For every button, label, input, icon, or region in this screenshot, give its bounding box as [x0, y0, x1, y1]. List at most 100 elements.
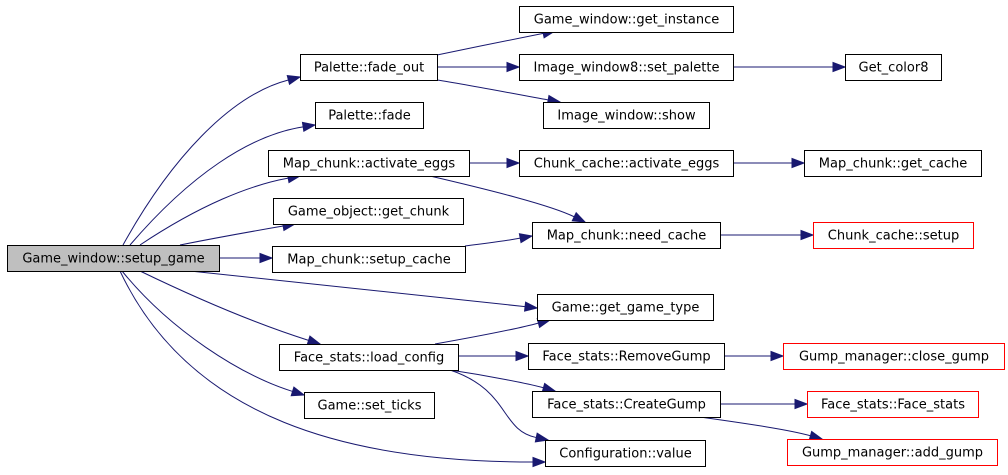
edge-line: [449, 369, 537, 439]
arrowhead-icon: [506, 61, 521, 73]
arrowhead-icon: [515, 350, 530, 362]
node-fade[interactable]: Palette::fade: [315, 102, 424, 129]
node-box[interactable]: [304, 392, 435, 419]
node-create-gump[interactable]: Face_stats::CreateGump: [532, 391, 721, 418]
node-show[interactable]: Image_window::show: [543, 102, 710, 129]
edge-load_config-to-create_gump: [449, 369, 557, 393]
node-set-palette[interactable]: Image_window8::set_palette: [519, 54, 734, 81]
node-box[interactable]: [537, 294, 714, 321]
node-label: Palette::fade_out: [314, 61, 424, 76]
node-box[interactable]: [300, 54, 438, 81]
node-box[interactable]: [268, 150, 470, 177]
node-get-instance[interactable]: Game_window::get_instance: [519, 6, 734, 33]
node-label: Map_chunk::activate_eggs: [283, 157, 456, 172]
node-load-config[interactable]: Face_stats::load_config: [279, 344, 459, 371]
node-label: Chunk_cache::setup: [828, 229, 959, 244]
node-box[interactable]: [519, 54, 734, 81]
node-box[interactable]: [273, 198, 464, 225]
node-setup-game[interactable]: Game_window::setup_game: [7, 245, 220, 272]
arrowhead-icon: [800, 229, 815, 241]
node-box[interactable]: [532, 391, 721, 418]
node-add-gump[interactable]: Gump_manager::add_gump: [787, 439, 998, 466]
node-cc-setup[interactable]: Chunk_cache::setup: [813, 222, 974, 249]
node-close-gump[interactable]: Gump_manager::close_gump: [783, 343, 1005, 370]
node-box[interactable]: [813, 222, 974, 249]
arrowhead-icon: [301, 121, 317, 133]
edge-line: [129, 126, 304, 246]
node-label: Chunk_cache::activate_eggs: [534, 157, 720, 172]
arrowhead-icon: [832, 61, 847, 73]
arrowhead-icon: [532, 456, 547, 468]
node-need-cache[interactable]: Map_chunk::need_cache: [532, 222, 721, 249]
node-box[interactable]: [279, 344, 459, 371]
edge-line: [434, 322, 539, 345]
node-get-cache[interactable]: Map_chunk::get_cache: [804, 150, 982, 177]
node-box[interactable]: [545, 440, 706, 467]
node-get-chunk[interactable]: Game_object::get_chunk: [273, 198, 464, 225]
edge-setup_game-to-setup_cache: [218, 252, 274, 264]
node-box[interactable]: [807, 391, 979, 418]
node-label: Game_window::setup_game: [22, 252, 204, 267]
arrowhead-icon: [306, 335, 322, 346]
arrowhead-icon: [791, 157, 806, 169]
edge-setup_game-to-load_config: [139, 270, 322, 346]
edge-mc_activate_eggs-to-cc_activate_eggs: [469, 157, 521, 169]
node-box[interactable]: [783, 343, 1005, 370]
edge-cc_activate_eggs-to-get_cache: [733, 157, 806, 169]
edge-need_cache-to-cc_setup: [720, 229, 815, 241]
edge-setup_game-to-fade_out: [122, 75, 302, 246]
node-get-game-type[interactable]: Game::get_game_type: [537, 294, 714, 321]
node-cc-activate-eggs[interactable]: Chunk_cache::activate_eggs: [519, 150, 734, 177]
node-label: Map_chunk::get_cache: [819, 157, 967, 172]
edge-create_gump-to-face_stats: [719, 398, 809, 410]
edge-fade_out-to-show: [436, 79, 562, 105]
edge-setup_game-to-config_value: [119, 270, 547, 468]
node-set-ticks[interactable]: Game::set_ticks: [304, 392, 435, 419]
node-mc-activate-eggs[interactable]: Map_chunk::activate_eggs: [268, 150, 470, 177]
node-get-color8[interactable]: Get_color8: [845, 54, 942, 81]
node-box[interactable]: [804, 150, 982, 177]
nodes-layer: Game_window::setup_game Palette::fade_out…: [7, 6, 1005, 467]
node-label: Game::get_game_type: [552, 301, 700, 316]
node-box[interactable]: [543, 102, 710, 129]
arrowhead-icon: [808, 430, 824, 441]
node-label: Configuration::value: [559, 447, 691, 462]
arrowhead-icon: [523, 301, 539, 312]
edge-setup_game-to-set_ticks: [121, 270, 306, 397]
node-face-stats[interactable]: Face_stats::Face_stats: [807, 391, 979, 418]
node-box[interactable]: [528, 343, 725, 370]
node-label: Map_chunk::setup_cache: [287, 253, 450, 268]
node-box[interactable]: [315, 102, 424, 129]
edge-line: [139, 177, 289, 246]
node-box[interactable]: [7, 245, 220, 272]
node-box[interactable]: [787, 439, 998, 466]
edge-create_gump-to-add_gump: [699, 416, 824, 441]
node-label: Get_color8: [859, 61, 929, 76]
arrowhead-icon: [290, 386, 306, 397]
node-label: Face_stats::Face_stats: [821, 398, 965, 413]
node-label: Image_window8::set_palette: [534, 61, 720, 76]
node-label: Game::set_ticks: [318, 399, 422, 414]
edge-load_config-to-get_game_type: [434, 318, 552, 345]
node-label: Face_stats::RemoveGump: [542, 350, 710, 365]
arrowhead-icon: [571, 211, 587, 223]
node-label: Game_object::get_chunk: [288, 205, 450, 220]
node-box[interactable]: [272, 246, 466, 273]
edge-setup_game-to-fade: [129, 121, 317, 246]
node-box[interactable]: [519, 6, 734, 33]
node-box[interactable]: [532, 222, 721, 249]
node-box[interactable]: [519, 150, 734, 177]
node-setup-cache[interactable]: Map_chunk::setup_cache: [272, 246, 466, 273]
arrowhead-icon: [506, 157, 521, 169]
edge-load_config-to-config_value: [449, 369, 550, 443]
edge-line: [699, 416, 811, 437]
edge-line: [189, 270, 526, 308]
edge-mc_activate_eggs-to-need_cache: [429, 175, 587, 223]
arrowhead-icon: [794, 398, 809, 410]
node-fade-out[interactable]: Palette::fade_out: [300, 54, 438, 81]
node-label: Palette::fade: [328, 109, 411, 124]
node-box[interactable]: [845, 54, 942, 81]
node-remove-gump[interactable]: Face_stats::RemoveGump: [528, 343, 725, 370]
node-label: Game_window::get_instance: [534, 13, 720, 28]
node-config-value[interactable]: Configuration::value: [545, 440, 706, 467]
